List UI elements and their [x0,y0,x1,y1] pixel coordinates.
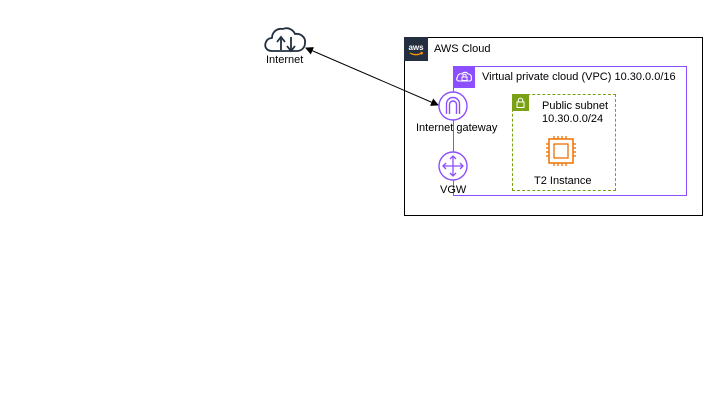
subnet-label-name: Public subnet [542,100,609,112]
vpc-label: Virtual private cloud (VPC) 10.30.0.0/16 [482,71,676,83]
aws-cloud-group [404,37,703,216]
instance-label: T2 Instance [534,175,592,187]
ec2-instance-icon [546,136,576,166]
vgw-node [438,151,468,181]
aws-cloud-label: AWS Cloud [434,43,491,55]
aws-logo-icon: aws [404,37,428,61]
public-subnet-group [512,94,616,191]
internet-node [262,24,310,68]
subnet-label-cidr: 10.30.0.0/24 [542,113,604,125]
internet-gateway-node [438,91,468,121]
vgw-icon [438,151,468,181]
vgw-label: VGW [440,184,467,196]
lock-icon [512,94,529,111]
internet-label: Internet [266,54,304,66]
internet-gateway-icon [438,91,468,121]
ec2-instance-node [543,136,579,168]
cloud-icon [264,27,306,53]
vpc-group [453,66,687,196]
internet-gateway-label: Internet gateway [416,122,498,134]
vpc-icon [453,66,475,88]
svg-text:aws: aws [408,43,424,52]
